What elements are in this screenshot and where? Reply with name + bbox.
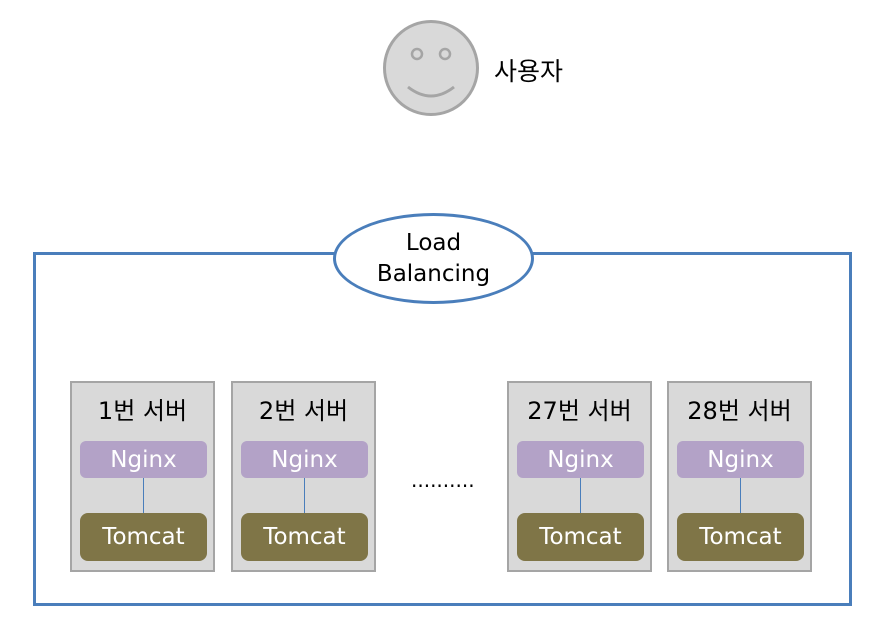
ellipsis-more-servers: .......... bbox=[411, 468, 475, 492]
server-27: 27번 서버 Nginx Tomcat bbox=[507, 381, 652, 572]
smiley-face-icon bbox=[383, 20, 479, 116]
server-title: 28번 서버 bbox=[687, 397, 792, 425]
server-title: 2번 서버 bbox=[258, 397, 349, 425]
server-title: 27번 서버 bbox=[527, 397, 632, 425]
connector-line bbox=[580, 478, 581, 513]
tomcat-box: Tomcat bbox=[80, 513, 207, 561]
server-2: 2번 서버 Nginx Tomcat bbox=[231, 381, 376, 572]
connector-line bbox=[143, 478, 144, 513]
tomcat-box: Tomcat bbox=[517, 513, 644, 561]
nginx-box: Nginx bbox=[241, 441, 368, 478]
nginx-box: Nginx bbox=[80, 441, 207, 478]
smiley-face-graphic bbox=[407, 47, 455, 98]
tomcat-box: Tomcat bbox=[241, 513, 368, 561]
load-balancing-label-line1: Load bbox=[405, 229, 462, 256]
server-1: 1번 서버 Nginx Tomcat bbox=[70, 381, 215, 572]
nginx-box: Nginx bbox=[517, 441, 644, 478]
tomcat-box: Tomcat bbox=[677, 513, 804, 561]
load-balancing-node: Load Balancing bbox=[333, 213, 534, 304]
connector-line bbox=[740, 478, 741, 513]
user-label: 사용자 bbox=[494, 57, 564, 86]
connector-line bbox=[304, 478, 305, 513]
server-28: 28번 서버 Nginx Tomcat bbox=[667, 381, 812, 572]
load-balancing-label-line2: Balancing bbox=[376, 260, 491, 287]
server-title: 1번 서버 bbox=[97, 397, 188, 425]
nginx-box: Nginx bbox=[677, 441, 804, 478]
